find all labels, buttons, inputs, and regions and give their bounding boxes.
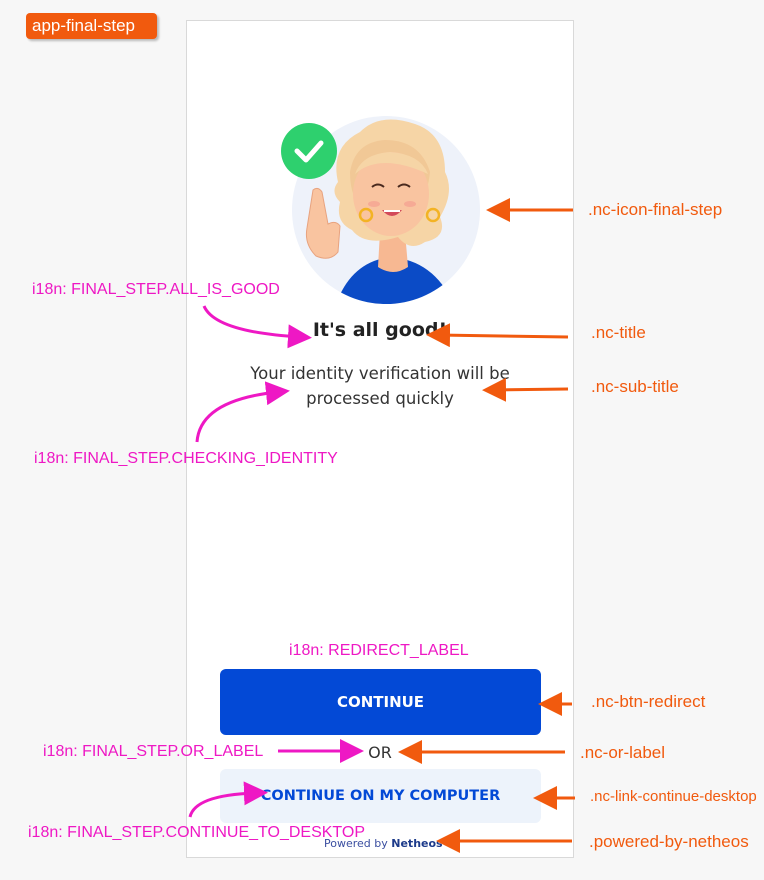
annotation-subtitle-class: .nc-sub-title <box>591 377 679 396</box>
final-step-illustration <box>281 116 480 304</box>
annotation-i18n-or: i18n: FINAL_STEP.OR_LABEL <box>43 743 264 760</box>
annotation-i18n-subtitle: i18n: FINAL_STEP.CHECKING_IDENTITY <box>34 450 338 467</box>
check-icon <box>281 123 337 179</box>
or-label: OR <box>368 743 392 762</box>
powered-by-prefix: Powered by <box>324 837 388 850</box>
page-subtitle: Your identity verification will be proce… <box>250 364 510 408</box>
annotation-powered-class: .powered-by-netheos <box>589 832 749 851</box>
annotation-i18n-redirect: i18n: REDIRECT_LABEL <box>289 642 469 659</box>
annotation-link-class: .nc-link-continue-desktop <box>590 788 757 805</box>
annotation-or-class: .nc-or-label <box>580 743 666 762</box>
netheos-brand: Netheos <box>391 837 443 850</box>
powered-by-netheos: Powered by Netheos <box>324 837 443 850</box>
page-title: It's all good! <box>312 319 448 341</box>
annotation-btn-class: .nc-btn-redirect <box>591 692 706 711</box>
annotation-i18n-title: i18n: FINAL_STEP.ALL_IS_GOOD <box>32 281 280 298</box>
continue-button[interactable]: CONTINUE <box>220 669 541 735</box>
annotation-i18n-desktop: i18n: FINAL_STEP.CONTINUE_TO_DESKTOP <box>28 824 366 841</box>
annotation-icon-class: .nc-icon-final-step <box>588 200 723 219</box>
component-tag-badge: app-final-step <box>26 13 157 39</box>
annotation-title-class: .nc-title <box>591 323 646 342</box>
continue-on-computer-link[interactable]: CONTINUE ON MY COMPUTER <box>220 769 541 823</box>
